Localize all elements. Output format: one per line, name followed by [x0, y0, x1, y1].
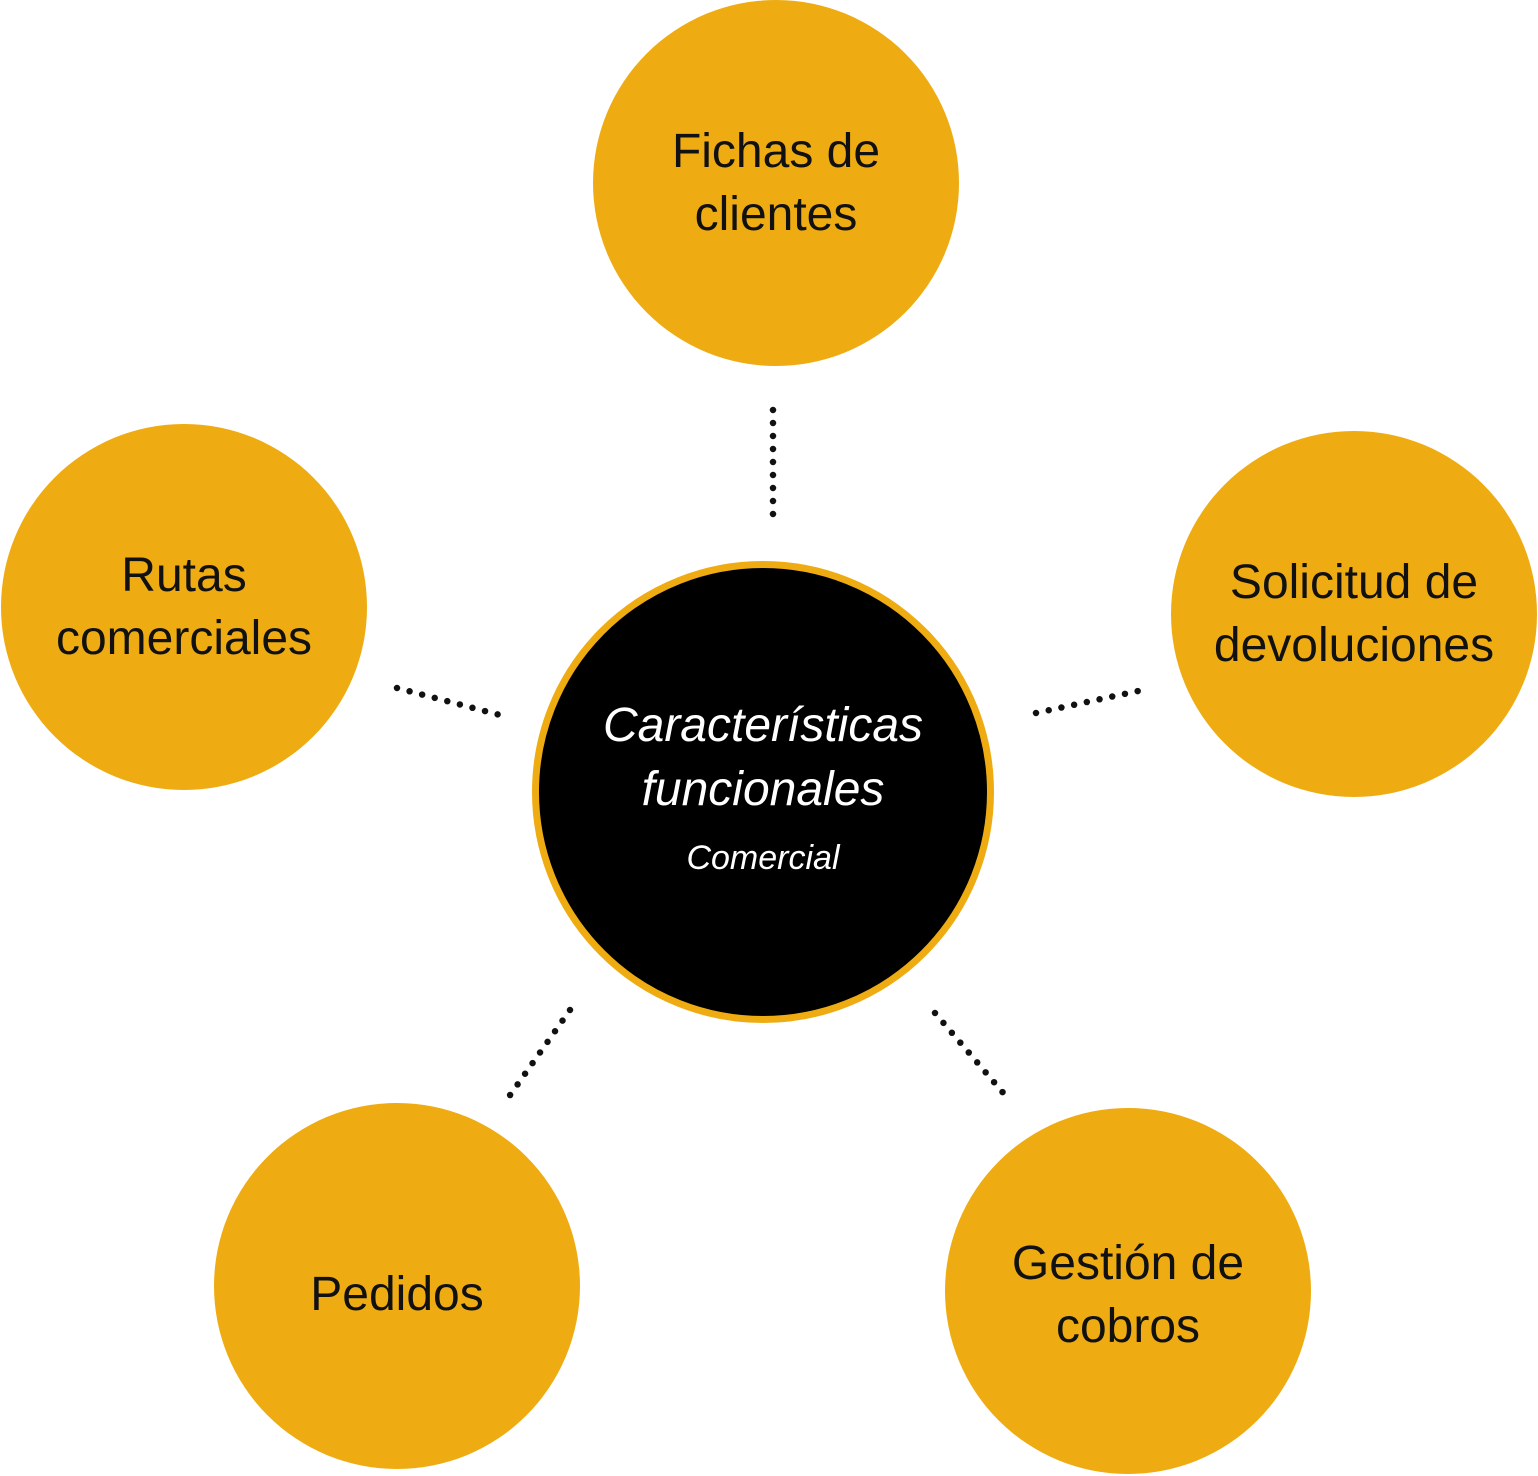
node-fichas-de-clientes: Fichas de clientes	[593, 0, 959, 366]
node-solicitud-de-devoluciones: Solicitud de devoluciones	[1171, 431, 1537, 797]
node-label-rutas: Rutas comerciales	[55, 549, 313, 665]
center-node: Características funcionales Comercial	[532, 561, 994, 1023]
node-label-fichas: Fichas de clientes	[671, 125, 881, 241]
node-gestion-de-cobros: Gestión de cobros	[945, 1108, 1311, 1474]
node-label-gestion: Gestión de cobros	[1011, 1237, 1245, 1353]
node-rutas-comerciales: Rutas comerciales	[1, 424, 367, 790]
center-title: Características funcionales	[602, 699, 924, 816]
center-subtitle: Comercial	[686, 839, 840, 877]
node-label-pedidos: Pedidos	[310, 1267, 484, 1321]
connector-gestion	[931, 1009, 1009, 1099]
connector-pedidos	[504, 1006, 574, 1102]
node-label-solicitud: Solicitud de devoluciones	[1213, 556, 1495, 672]
node-pedidos: Pedidos	[214, 1103, 580, 1469]
connector-rutas	[393, 684, 504, 719]
connector-solicitud	[1032, 687, 1142, 717]
